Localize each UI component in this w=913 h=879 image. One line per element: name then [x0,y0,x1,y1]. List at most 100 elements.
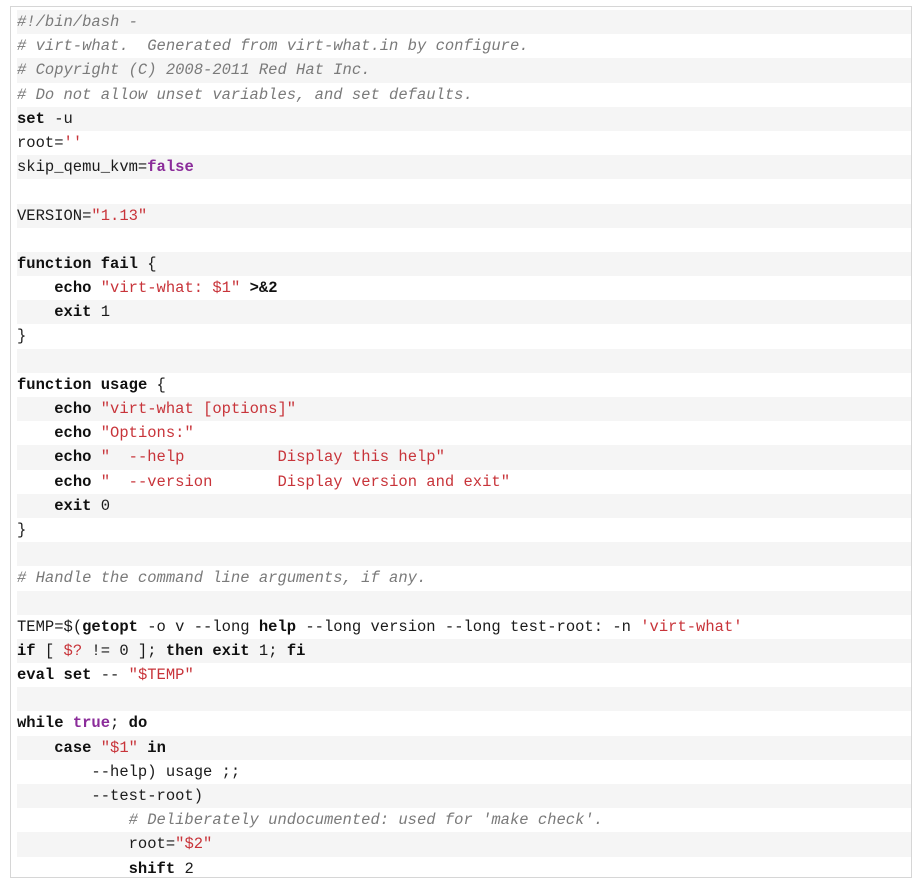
code-token-string: "$TEMP" [128,666,194,685]
code-token-plain: != 0 ]; [82,641,166,660]
code-line: function fail { [17,251,911,277]
code-token-plain [240,279,249,297]
code-token-plain: } [17,520,27,539]
code-token-keyword: exit [54,496,92,515]
code-token-plain [17,811,129,829]
code-token-keyword: do [128,714,148,733]
code-token-plain: } [17,327,27,346]
code-line: # Do not allow unset variables, and set … [17,82,911,107]
code-token-plain: 1 [91,303,111,322]
code-token-keyword: usage [100,375,148,394]
code-token-string: 'virt-what' [640,617,743,636]
code-line: eval set -- "$TEMP" [17,663,911,688]
code-token-plain: --long version --long test-root: -n [296,617,641,636]
code-line: echo " --version Display version and exi… [17,469,911,494]
code-token-keyword: then [165,641,204,660]
code-line: shift 2 [17,856,911,878]
code-token-keyword: shift [128,859,176,878]
code-token-string: "1.13" [91,206,148,225]
code-line: echo "virt-what: $1" >&2 [17,276,911,301]
code-line: while true; do [17,711,911,736]
code-token-comment: # Handle the command line arguments, if … [17,569,427,588]
code-line: # Deliberately undocumented: used for 'm… [17,808,911,833]
code-line: exit 1 [17,300,911,325]
code-token-string: " --help Display this help" [100,448,445,467]
code-token-keyword: help [258,617,297,636]
code-token-comment: # Do not allow unset variables, and set … [17,85,473,104]
code-token-plain [91,255,100,273]
code-token-comment: #!/bin/bash - [17,13,138,31]
code-token-keyword: case [54,738,92,757]
code-token-plain [64,714,73,732]
code-line: #!/bin/bash - [17,10,911,35]
code-token-keyword: in [147,738,166,757]
code-line: ​ [17,687,911,712]
code-token-keyword: set [17,109,45,128]
code-token-string: $? [63,641,83,660]
code-token-plain [91,400,100,418]
code-line: echo "Options:" [17,421,911,446]
code-line: function usage { [17,372,911,397]
code-line: root="$2" [17,832,911,857]
code-token-plain [91,473,100,491]
code-token-plain [17,448,54,466]
code-line: root='' [17,130,911,156]
code-token-plain [91,739,100,757]
code-token-plain [91,376,100,394]
code-token-plain [91,279,100,297]
code-token-string: "Options:" [100,424,194,443]
code-token-plain [203,642,212,660]
code-token-plain [91,448,100,466]
code-token-keyword: getopt [82,617,138,636]
code-token-variable: root= [128,835,176,854]
code-line: VERSION="1.13" [17,203,911,228]
code-line: ​ [17,542,911,567]
code-token-plain: --test-root) [17,787,204,805]
code-line: ​ [17,227,911,252]
code-line: if [ $? != 0 ]; then exit 1; fi [17,638,911,664]
code-token-value: true [72,714,111,733]
code-line: ​ [17,348,911,373]
code-line: echo " --help Display this help" [17,445,911,470]
code-token-plain [17,424,54,442]
code-token-keyword: exit [212,641,250,660]
code-token-plain: 1; [249,641,287,660]
code-token-variable: TEMP= [17,617,64,636]
code-line: --help) usage ;; [17,759,911,784]
code-token-plain: -u [44,109,73,128]
code-line: } [17,517,911,543]
code-token-plain: $( [63,617,83,636]
code-line: # virt-what. Generated from virt-what.in… [17,34,911,59]
code-line: set -u [17,106,911,131]
code-line: ​ [17,590,911,615]
code-token-keyword: exit [54,303,92,322]
code-line: ​ [17,179,911,204]
code-token-plain [17,400,54,418]
code-line: skip_qemu_kvm=false [17,155,911,180]
code-line: # Copyright (C) 2008-2011 Red Hat Inc. [17,58,911,83]
code-token-keyword: echo [54,279,92,298]
code-token-keyword: echo [54,400,92,418]
code-token-plain: -- [91,666,129,685]
code-token-keyword: >&2 [249,279,278,298]
code-token-plain [54,666,63,684]
code-viewer: #!/bin/bash - # virt-what. Generated from… [10,6,912,878]
code-token-plain [17,303,54,321]
code-token-keyword: if [17,641,36,660]
code-token-keyword: echo [54,472,92,491]
code-token-keyword: function [17,254,92,273]
code-token-plain: 2 [175,859,194,878]
code-token-plain [17,835,129,853]
code-token-value: false [147,158,194,177]
code-line: # Handle the command line arguments, if … [17,566,911,591]
code-line: } [17,324,911,349]
code-line: case "$1" in [17,735,911,760]
code-token-plain: -o v --long [137,617,259,636]
code-token-variable: skip_qemu_kvm= [17,158,148,177]
code-token-keyword: function [17,375,92,394]
code-token-keyword: eval [17,666,55,685]
code-token-comment: # Deliberately undocumented: used for 'm… [128,811,604,830]
code-token-plain [138,739,147,757]
code-token-keyword: fail [100,254,138,273]
code-line: exit 0 [17,493,911,518]
